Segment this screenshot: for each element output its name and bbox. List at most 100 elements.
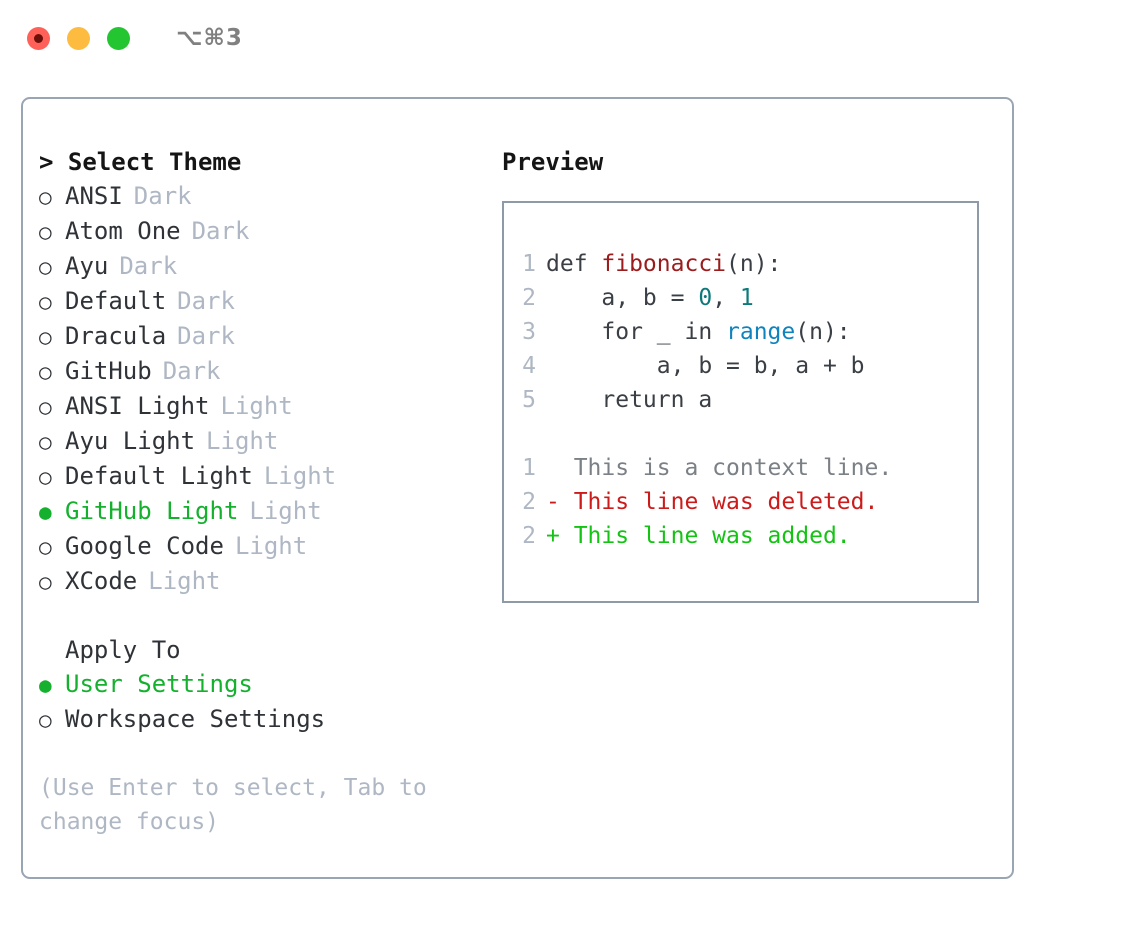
code-line-number: 2 — [522, 285, 536, 311]
diff-line-number: 2 — [522, 489, 536, 515]
code-line-text: def fibonacci(n): — [546, 247, 781, 281]
diff-line-context: 1 This is a context line. — [504, 451, 977, 485]
theme-option-label: Ayu Light — [65, 427, 196, 455]
code-line: 5 return a — [504, 383, 977, 417]
code-line-text: return a — [546, 383, 712, 417]
theme-option-label: Ayu — [65, 252, 109, 280]
theme-variant-label: Dark — [162, 357, 221, 385]
title-bar: ⌥⌘3 — [0, 0, 1140, 76]
radio-unselected-icon: ○ — [39, 708, 52, 732]
code-line-number: 4 — [522, 353, 536, 379]
radio-unselected-icon: ○ — [39, 360, 52, 384]
maximize-window-button[interactable] — [107, 26, 130, 50]
keyboard-hint-line-1: (Use Enter to select, Tab to — [39, 775, 427, 801]
diff-line-text: - This line was deleted. — [546, 489, 879, 515]
diff-line-text: + This line was added. — [546, 523, 851, 549]
code-token-num: 1 — [739, 285, 754, 311]
theme-option-default[interactable]: ○ Default Dark — [39, 284, 489, 319]
keyboard-hint-line-2: change focus) — [39, 809, 220, 835]
code-line: 4 a, b = b, a + b — [504, 349, 977, 383]
code-token-plain: (n): — [795, 319, 851, 345]
preview-heading: Preview — [502, 148, 604, 176]
diff-line-number: 1 — [522, 455, 536, 481]
minimize-window-button[interactable] — [67, 26, 90, 50]
apply-to-option-user-settings[interactable]: ● User Settings — [39, 667, 489, 702]
theme-option-label: Default — [65, 287, 167, 315]
code-line: 2 a, b = 0, 1 — [504, 281, 977, 315]
theme-option-label: GitHub — [65, 357, 152, 385]
theme-option-atom-one[interactable]: ○ Atom One Dark — [39, 214, 489, 249]
theme-option-label: Default Light — [65, 462, 253, 490]
theme-option-label: ANSI — [65, 182, 123, 210]
theme-variant-label: Dark — [177, 287, 235, 315]
code-line-text: a, b = b, a + b — [546, 349, 865, 383]
traffic-light-buttons — [27, 26, 130, 50]
radio-unselected-icon: ○ — [39, 395, 52, 419]
apply-to-option-label: User Settings — [65, 670, 253, 698]
radio-unselected-icon: ○ — [39, 535, 52, 559]
code-line-number: 3 — [522, 319, 536, 345]
radio-unselected-icon: ○ — [39, 290, 52, 314]
theme-option-label: Dracula — [65, 322, 167, 350]
apply-to-section: Apply To ● User Settings ○ Workspace Settin… — [39, 633, 489, 737]
theme-option-github[interactable]: ○ GitHub Dark — [39, 354, 489, 389]
radio-selected-icon: ● — [39, 673, 52, 697]
radio-unselected-icon: ○ — [39, 220, 52, 244]
code-diff-separator — [504, 417, 977, 451]
code-token-plain: for _ in — [546, 319, 727, 345]
diff-line-del: 2 - This line was deleted. — [504, 485, 977, 519]
keyboard-hint-text: (Use Enter to select, Tab to change focu… — [39, 771, 439, 839]
code-token-plain: return a — [546, 387, 713, 413]
theme-option-label: GitHub Light — [65, 497, 239, 525]
theme-option-label: Google Code — [65, 532, 224, 560]
code-line-number: 5 — [522, 387, 536, 413]
code-token-fn: fibonacci — [601, 251, 727, 277]
theme-variant-label: Dark — [119, 252, 178, 280]
code-token-plain: def — [546, 251, 602, 277]
theme-option-dracula[interactable]: ○ Dracula Dark — [39, 319, 489, 354]
code-token-builtin: range — [726, 319, 796, 345]
theme-variant-label: Dark — [177, 322, 235, 350]
apply-to-option-workspace-settings[interactable]: ○ Workspace Settings — [39, 702, 489, 737]
code-token-plain: , — [712, 285, 740, 311]
close-window-button[interactable] — [27, 26, 50, 50]
select-theme-heading: > Select Theme — [39, 148, 242, 176]
code-token-plain: a, b = — [546, 285, 699, 311]
theme-variant-label: Dark — [191, 217, 250, 245]
radio-unselected-icon: ○ — [39, 185, 52, 209]
diff-line-text: This is a context line. — [546, 455, 893, 481]
code-line-text: a, b = 0, 1 — [546, 281, 754, 315]
code-token-num: 0 — [698, 285, 713, 311]
code-line: 3 for _ in range(n): — [504, 315, 977, 349]
apply-to-option-label: Workspace Settings — [65, 705, 326, 733]
apply-to-label: Apply To — [65, 636, 181, 664]
code-token-plain: (n): — [726, 251, 782, 277]
theme-variant-label: Light — [148, 567, 221, 595]
radio-unselected-icon: ○ — [39, 325, 52, 349]
theme-option-label: ANSI Light — [65, 392, 210, 420]
theme-variant-label: Light — [263, 462, 337, 490]
diff-line-add: 2+ This line was added. — [504, 519, 977, 553]
theme-option-label: Atom One — [65, 217, 181, 245]
radio-unselected-icon: ○ — [39, 430, 52, 454]
keyboard-shortcut-label: ⌥⌘3 — [176, 25, 243, 51]
theme-option-ayu[interactable]: ○ Ayu Dark — [39, 249, 489, 284]
radio-unselected-icon: ○ — [39, 255, 52, 279]
theme-option-label: XCode — [65, 567, 138, 595]
apply-to-option-list: ● User Settings ○ Workspace Settings — [39, 667, 489, 737]
